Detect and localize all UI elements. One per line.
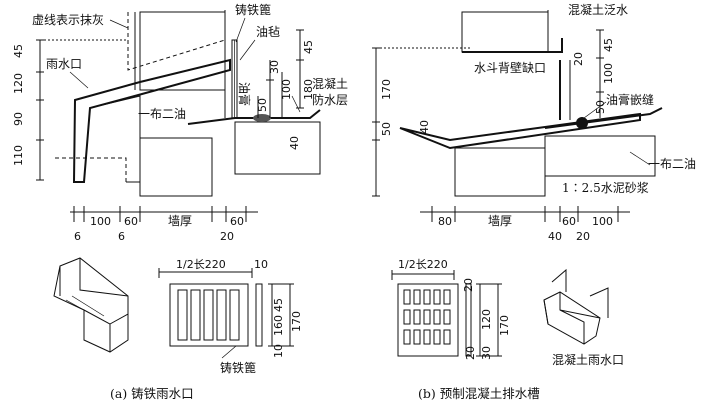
iso-cast-iron-outlet — [53, 257, 129, 353]
label-dashed-plaster: 虚线表示抹灰 — [32, 13, 104, 27]
grate-b-width-label: 1/2长220 — [398, 258, 448, 271]
drain-channel-b — [399, 112, 641, 150]
label-cement-mortar: 1∶2.5水泥砂浆 — [562, 180, 649, 195]
detail-b: 混凝土泛水 水斗背壁缺口 油膏嵌缝 一布二油 1∶2.5水泥砂浆 170 50 … — [372, 2, 696, 243]
dim-a-left-0: 45 — [12, 44, 25, 58]
grate-b-dim-0: 20 — [462, 278, 475, 292]
dim-a-bottom-small-1: 6 — [118, 230, 125, 243]
dim-b-bottom-3: 100 — [592, 215, 613, 228]
dim-a-right-2: 30 — [268, 60, 281, 74]
grate-a-dim-0: 45 — [272, 298, 285, 312]
grate-a-dim-2: 170 — [290, 311, 303, 332]
dim-b-right-1: 100 — [602, 63, 615, 84]
label-oil-felt: 油毡 — [256, 25, 280, 39]
dim-a-left-3: 110 — [12, 145, 25, 166]
grate-a-bottom-dim: 10 — [272, 344, 285, 358]
grate-a-width-label: 1/2长220 — [176, 258, 226, 271]
dim-a-right-3: 100 — [280, 79, 293, 100]
wall-b-lower — [454, 147, 546, 197]
dim-a-right-1: 180 — [302, 79, 315, 100]
label-one-cloth-two-oil-b: 一布二油 — [648, 157, 696, 171]
caption-b: (b) 预制混凝土排水槽 — [418, 386, 540, 401]
dim-a-right-0: 45 — [302, 40, 315, 54]
dim-a-bottom-3: 60 — [230, 215, 244, 228]
detail-a: 虚线表示抹灰 雨水口 铸铁篦 油毡 油膏 一布二油 混凝土 防水层 45 120… — [12, 2, 348, 243]
wall-b-upper — [461, 11, 549, 53]
sealant-ball-b — [576, 117, 588, 129]
grate-b-dim-1: 120 — [480, 309, 493, 330]
label-waterproof-2: 防水层 — [312, 92, 348, 107]
grate-b-dim-2: 170 — [498, 315, 511, 336]
label-outlet-back-wall-notch: 水斗背壁缺口 — [474, 60, 546, 75]
sealant-blob — [253, 114, 271, 122]
label-cast-iron-grate: 铸铁篦 — [235, 2, 271, 17]
label-rain-outlet: 雨水口 — [46, 57, 82, 71]
grate-b: 1/2长220 20 120 170 30 20 — [391, 258, 511, 360]
dim-b-bottom-1: 墙厚 — [488, 214, 512, 228]
dim-a-left-1: 120 — [12, 73, 25, 94]
dim-a-right-4: 50 — [256, 98, 269, 112]
grate-b-dim-3: 30 — [480, 346, 493, 360]
dim-b-bottom-2: 60 — [562, 215, 576, 228]
dim-a-left-2: 90 — [12, 112, 25, 126]
grate-a-top-dim: 10 — [254, 258, 268, 271]
label-waterproof-1: 混凝土 — [312, 76, 348, 91]
label-sealant: 油膏 — [237, 82, 252, 106]
dim-b-right-2: 20 — [572, 52, 585, 66]
roof-slab-a — [234, 121, 321, 175]
dim-a-bottom-small-0: 6 — [74, 230, 81, 243]
grate-a-label: 铸铁篦 — [220, 360, 256, 375]
dim-a-bottom-2: 墙厚 — [168, 214, 192, 228]
dim-b-left-2: 40 — [418, 120, 431, 134]
dim-a-bottom-0: 100 — [90, 215, 111, 228]
dim-b-left-0: 170 — [380, 79, 393, 100]
outlet-b-label: 混凝土雨水口 — [552, 352, 624, 367]
dim-b-right-3: 50 — [594, 100, 607, 114]
roof-slab-b — [544, 135, 656, 177]
grate-a: 1/2长220 10 45 160 170 10 铸铁篦 — [158, 258, 303, 375]
dim-b-bottom-small-1: 20 — [576, 230, 590, 243]
dim-b-bottom-0: 80 — [438, 215, 452, 228]
label-oil-paste-caulk: 油膏嵌缝 — [606, 92, 654, 107]
wall-a-lower — [139, 137, 213, 197]
label-one-cloth-two-oil-a: 一布二油 — [138, 107, 186, 121]
caption-a: (a) 铸铁雨水口 — [110, 386, 194, 401]
dim-a-right-5: 40 — [288, 136, 301, 150]
dim-b-bottom-small-0: 40 — [548, 230, 562, 243]
dim-a-bottom-1: 60 — [124, 215, 138, 228]
grate-b-dim-4: 20 — [464, 346, 477, 360]
rain-outlet-body — [72, 58, 231, 183]
dim-a-bottom-small-2: 20 — [220, 230, 234, 243]
dim-b-right-0: 45 — [602, 38, 615, 52]
dim-b-left-1: 50 — [380, 122, 393, 136]
grate-a-dim-1: 160 — [272, 315, 285, 336]
iso-concrete-outlet: 混凝土雨水口 — [543, 268, 624, 367]
label-concrete-flashing: 混凝土泛水 — [568, 2, 628, 17]
